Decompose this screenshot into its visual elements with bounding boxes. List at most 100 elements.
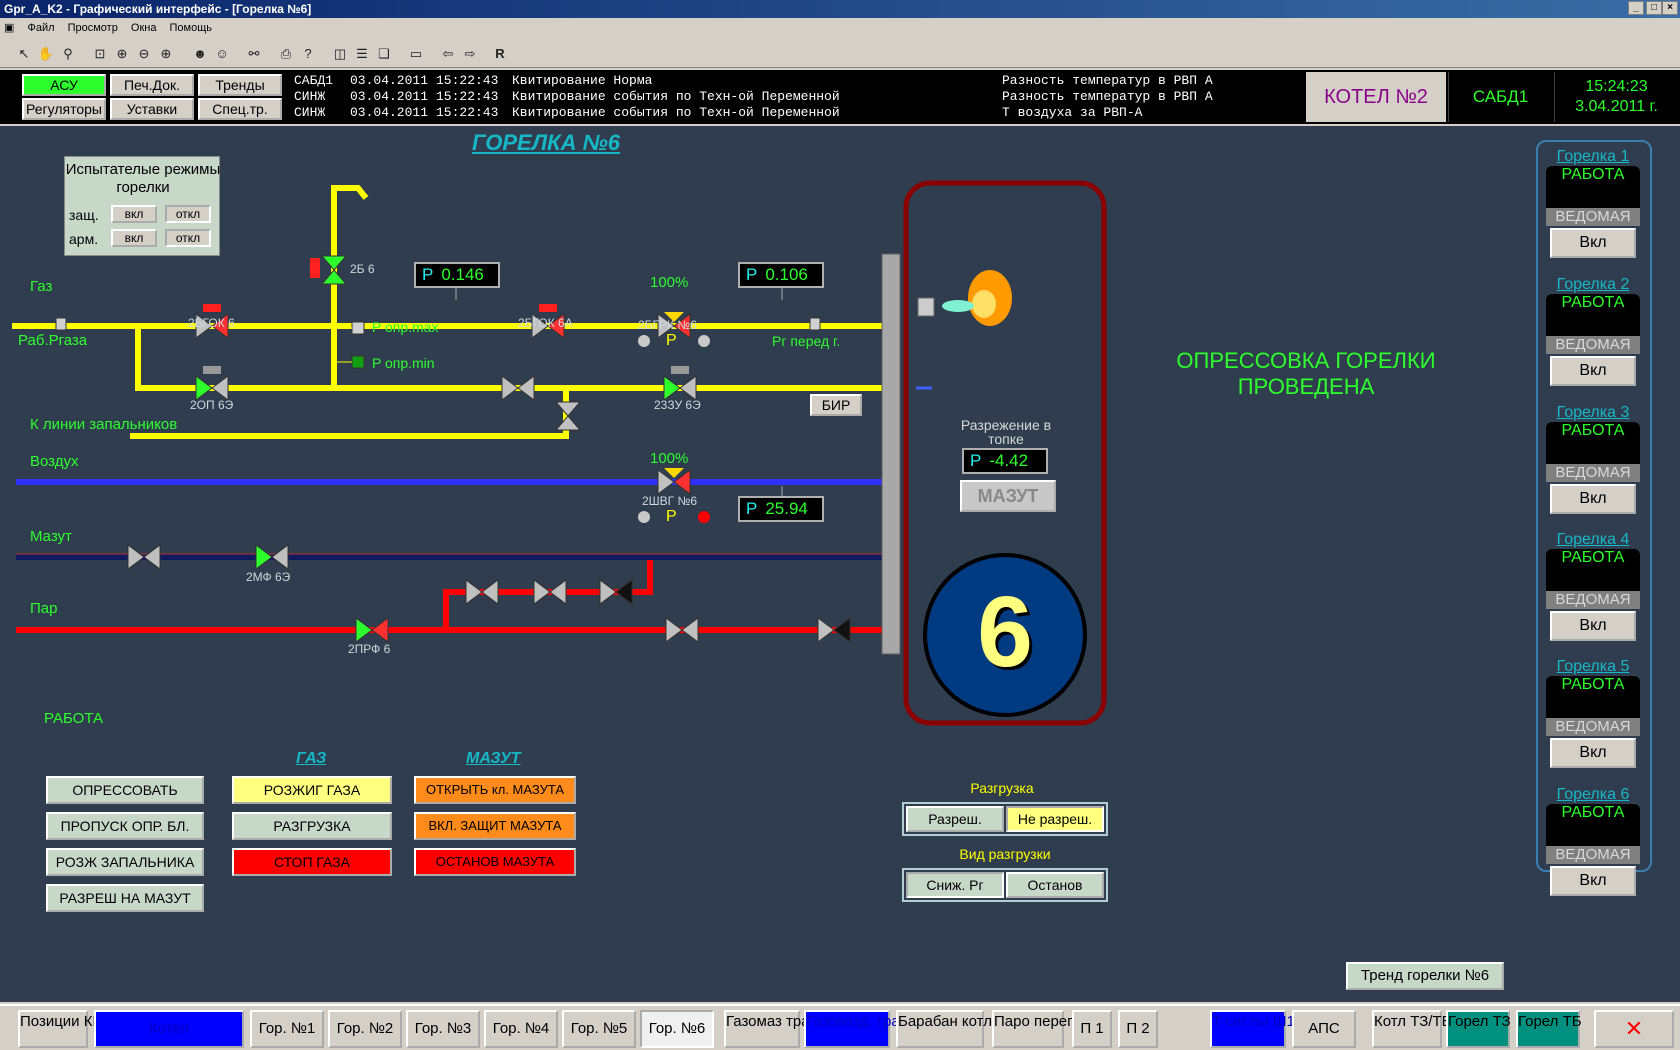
nav-setpoints[interactable]: Уставки <box>110 98 194 120</box>
burner-name[interactable]: Горелка 5 <box>1556 658 1630 675</box>
layout-cascade-icon[interactable]: ❏ <box>378 46 390 61</box>
skip-test-button[interactable]: ПРОПУСК ОПР. БЛ. <box>46 812 204 840</box>
nav-gor1[interactable]: Гор. №1 <box>250 1010 324 1048</box>
close-icon[interactable]: × <box>1662 1 1678 15</box>
arm-off-button[interactable]: откл <box>165 229 211 247</box>
zoom-window-icon[interactable]: ⊕ <box>116 46 128 61</box>
unload-deny-button[interactable]: Не разреш. <box>1006 806 1104 832</box>
stop-mazut-button[interactable]: ОСТАНОВ МАЗУТА <box>414 848 576 876</box>
rab-pgaza-label: Раб.Ргаза <box>18 332 88 349</box>
opressovat-button[interactable]: ОПРЕССОВАТЬ <box>46 776 204 804</box>
arrow-right-icon[interactable]: ⇨ <box>464 46 476 61</box>
furnace-vacuum-label: Разрежение в топке <box>960 417 1052 447</box>
burner-name[interactable]: Горелка 2 <box>1556 276 1630 293</box>
app-icon[interactable]: ▣ <box>4 22 15 34</box>
burner-on-button[interactable]: Вкл <box>1550 866 1636 896</box>
menu-windows[interactable]: Окна <box>130 22 157 34</box>
nav-gas-mazut-tract[interactable]: Газомаз тракт <box>724 1010 823 1048</box>
valve-steam4-icon <box>665 617 699 643</box>
mazut-protection-button[interactable]: ВКЛ. ЗАЩИТ МАЗУТА <box>414 812 576 840</box>
nav-asu[interactable]: АСУ <box>22 74 106 96</box>
minimize-icon[interactable]: _ <box>1628 1 1644 15</box>
menubar: ▣ Файл Просмотр Окна Помощь <box>0 18 1680 38</box>
burner-trend-button[interactable]: Тренд горелки №6 <box>1346 962 1504 990</box>
print-icon[interactable]: ⎙ <box>280 46 292 61</box>
nav-gor5[interactable]: Гор. №5 <box>562 1010 636 1048</box>
zash-on-button[interactable]: вкл <box>111 205 157 223</box>
nav-regulators[interactable]: Регуляторы <box>22 98 106 120</box>
air-line-label: Воздух <box>30 453 79 470</box>
zoom-1to1-icon[interactable]: ⊡ <box>94 46 106 61</box>
nav-print-docs[interactable]: Печ.Док. <box>110 74 194 96</box>
r-button[interactable]: R <box>495 46 505 61</box>
nav-kotel[interactable]: Котел <box>94 1010 244 1048</box>
nav-gor2[interactable]: Гор. №2 <box>328 1010 402 1048</box>
menu-view[interactable]: Просмотр <box>67 22 118 34</box>
sabd-label: САБД1 <box>1448 72 1552 122</box>
magnifier-icon[interactable]: ⚲ <box>63 46 73 61</box>
mute-sound-icon[interactable]: ✕ <box>1594 1010 1674 1048</box>
binoculars-icon[interactable]: ⚯ <box>248 46 260 61</box>
help-icon[interactable]: ? <box>304 46 312 61</box>
zoom-out-icon[interactable]: ⊖ <box>138 46 150 61</box>
hand-icon[interactable]: ✋ <box>37 46 55 61</box>
valve-2prf6-label: 2ПРФ 6 <box>348 642 391 656</box>
burner-on-button[interactable]: Вкл <box>1550 738 1636 768</box>
menu-file[interactable]: Файл <box>27 22 55 34</box>
ignite-pilot-button[interactable]: РОЗЖ ЗАПАЛЬНИКА <box>46 848 204 876</box>
layout-rows-icon[interactable]: ☰ <box>356 46 368 61</box>
nav-gor4[interactable]: Гор. №4 <box>484 1010 558 1048</box>
users-icon[interactable]: ☺ <box>215 46 229 61</box>
burner-on-button[interactable]: Вкл <box>1550 484 1636 514</box>
nav-special[interactable]: Спец.тр. <box>198 98 282 120</box>
layout-split-icon[interactable]: ◫ <box>333 46 347 61</box>
nav-gorel-tz[interactable]: Горел ТЗ <box>1446 1010 1511 1048</box>
nav-gas-air-tract[interactable]: Газовозд. тракт <box>804 1010 913 1048</box>
screen-icon[interactable]: ▭ <box>409 46 423 61</box>
open-mazut-valve-button[interactable]: ОТКРЫТЬ кл. МАЗУТА <box>414 776 576 804</box>
burner-on-button[interactable]: Вкл <box>1550 356 1636 386</box>
nav-trends[interactable]: Тренды <box>198 74 282 96</box>
nav-gor3[interactable]: Гор. №3 <box>406 1010 480 1048</box>
nav-gorel-tb[interactable]: Горел ТБ <box>1516 1010 1582 1048</box>
menu-help[interactable]: Помощь <box>169 22 213 34</box>
nav-superheater[interactable]: Паро перегр <box>992 1010 1081 1048</box>
unload-button[interactable]: РАЗГРУЗКА <box>232 812 392 840</box>
zoom-in-icon[interactable]: ⊕ <box>160 46 172 61</box>
ignite-gas-button[interactable]: РОЗЖИГ ГАЗА <box>232 776 392 804</box>
pointer-icon[interactable]: ↖ <box>18 46 30 61</box>
maximize-icon[interactable]: □ <box>1646 1 1662 15</box>
nav-kip-positions[interactable]: Позиции КИП <box>18 1010 114 1048</box>
nav-drum[interactable]: Барабан котла <box>896 1010 1000 1048</box>
allow-mazut-button[interactable]: РАЗРЕШ НА МАЗУТ <box>46 884 204 912</box>
nav-p1[interactable]: П 1 <box>1072 1010 1112 1048</box>
bir-button[interactable]: БИР <box>810 394 862 416</box>
arm-on-button[interactable]: вкл <box>111 229 157 247</box>
mazut-button[interactable]: МАЗУТ <box>960 480 1056 512</box>
burner-name[interactable]: Горелка 1 <box>1556 148 1630 165</box>
nav-aps[interactable]: АПС <box>1292 1010 1356 1048</box>
unload-stop-button[interactable]: Останов <box>1006 872 1104 898</box>
nav-t-signals[interactable]: Т сиг.лы Ш1,Ш2 <box>1210 1010 1321 1048</box>
burner-name[interactable]: Горелка 3 <box>1556 404 1630 421</box>
unload-reduce-button[interactable]: Сниж. Рг <box>906 872 1004 898</box>
burner-name[interactable]: Горелка 6 <box>1556 786 1630 803</box>
burner-name[interactable]: Горелка 4 <box>1556 531 1630 548</box>
nav-gor6[interactable]: Гор. №6 <box>640 1010 714 1048</box>
nav-p2[interactable]: П 2 <box>1118 1010 1158 1048</box>
arrow-left-icon[interactable]: ⇦ <box>442 46 454 61</box>
unload-allow-button[interactable]: Разреш. <box>906 806 1004 832</box>
zash-off-button[interactable]: откл <box>165 205 211 223</box>
user-icon[interactable]: ☻ <box>193 46 207 61</box>
stop-gas-button[interactable]: СТОП ГАЗА <box>232 848 392 876</box>
burner-on-button[interactable]: Вкл <box>1550 228 1636 258</box>
nav-kotl-tz-tb[interactable]: Котл ТЗ/ТБ <box>1372 1010 1451 1048</box>
burner-on-button[interactable]: Вкл <box>1550 611 1636 641</box>
